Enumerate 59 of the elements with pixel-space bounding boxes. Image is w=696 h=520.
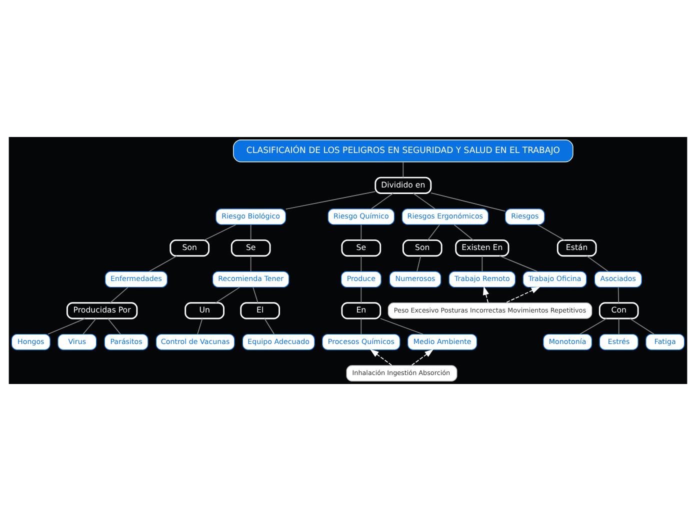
node-box: Medio Ambiente	[407, 333, 478, 350]
connector	[370, 192, 394, 209]
connector	[108, 318, 121, 334]
connector	[412, 192, 436, 209]
connector	[197, 318, 203, 334]
connector	[416, 255, 422, 272]
connector	[250, 255, 252, 272]
node-box: Riesgos	[504, 208, 545, 224]
node-box: Recomienda Tener	[212, 270, 290, 288]
node-box: Hongos	[11, 333, 50, 350]
node-box: Trabajo Oficina	[522, 270, 587, 288]
connector	[579, 318, 607, 334]
connector	[380, 318, 424, 334]
connector	[148, 255, 178, 272]
connector	[264, 318, 275, 334]
node-box: Fatiga	[646, 333, 685, 350]
connector	[360, 318, 362, 334]
connector	[48, 318, 86, 334]
arrow	[370, 348, 392, 366]
node-box: Asociados	[594, 270, 642, 288]
connector	[430, 192, 506, 212]
node-box: Control de Vacunas	[156, 333, 235, 350]
connector	[618, 318, 620, 334]
connector	[204, 224, 236, 240]
connector	[586, 255, 609, 272]
node-box: Monotonía	[543, 333, 592, 350]
node-box: Virus	[58, 333, 97, 350]
arrow	[505, 286, 540, 303]
node-box: Riesgo Químico	[328, 208, 395, 224]
node-box: Enfermedades	[104, 270, 168, 288]
connector	[360, 255, 362, 272]
connector	[482, 255, 483, 272]
node-box: CLASIFICAIÓN DE LOS PELIGROS EN SEGURIDAD Y SALUD EN EL TRABAJO	[233, 139, 574, 162]
connector	[360, 224, 362, 240]
node-box: Trabajo Remoto	[448, 270, 516, 288]
node-box: Parásitos	[104, 333, 148, 350]
node-box: Produce	[340, 270, 382, 288]
connector	[110, 286, 128, 303]
node-box: Riesgo Biológico	[216, 208, 286, 224]
connector	[630, 318, 654, 334]
node-box: Estrés	[599, 333, 638, 350]
connector	[537, 224, 565, 240]
connector	[618, 286, 620, 303]
connector	[285, 190, 376, 210]
connector	[82, 318, 96, 334]
connector	[454, 224, 474, 240]
connector	[402, 161, 404, 178]
connector	[427, 224, 440, 240]
node-box: Riesgos Ergonómicos	[402, 208, 489, 224]
node-box: Procesos Químicos	[322, 333, 400, 350]
arrow	[411, 348, 434, 366]
connector	[360, 286, 362, 303]
connector	[499, 254, 538, 272]
connector	[252, 286, 258, 303]
arrow	[483, 286, 489, 303]
node-box: Equipo Adecuado	[242, 333, 315, 350]
node-box: Numerosos	[389, 270, 442, 288]
connector	[215, 286, 240, 303]
connector	[250, 224, 252, 240]
